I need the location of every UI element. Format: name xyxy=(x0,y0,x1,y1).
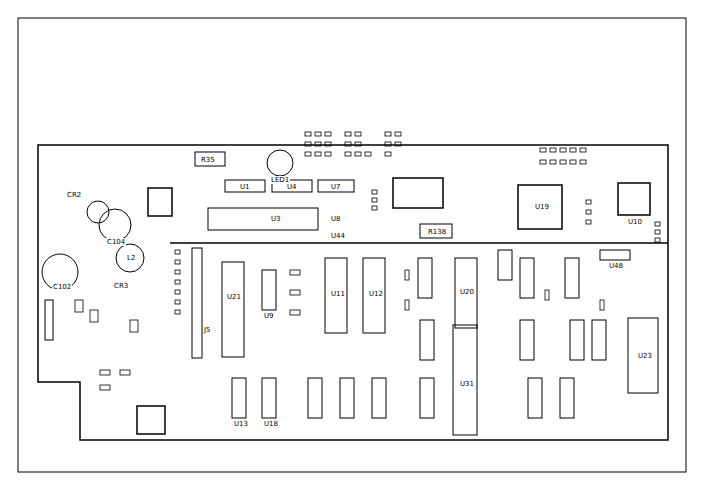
component-designator: U18 xyxy=(263,420,279,428)
component-designator: U12 xyxy=(368,290,384,298)
component-designator: U44 xyxy=(330,232,346,240)
component-designator: C102 xyxy=(52,283,72,291)
component-designator: R138 xyxy=(427,228,447,236)
component-designator: J5 xyxy=(203,326,212,334)
component-designator: U21 xyxy=(226,293,242,301)
component-designator: L2 xyxy=(126,254,136,262)
component-designator: U23 xyxy=(637,352,653,360)
component-designator: U10 xyxy=(627,218,643,226)
component-designator: CR2 xyxy=(66,191,82,199)
component-designator: U13 xyxy=(233,420,249,428)
component-designator: U20 xyxy=(459,288,475,296)
component-designator: U9 xyxy=(263,312,275,320)
component-designator: U7 xyxy=(330,183,342,191)
component-designator: U19 xyxy=(534,203,550,211)
component-designator: U31 xyxy=(459,380,475,388)
component-designator: U11 xyxy=(330,290,346,298)
component-designator: U8 xyxy=(330,215,342,223)
component-designator: U1 xyxy=(239,183,251,191)
component-designator: R35 xyxy=(200,156,216,164)
component-designator: C104 xyxy=(106,238,126,246)
component-designator: U48 xyxy=(608,262,624,270)
component-designator: U3 xyxy=(270,215,282,223)
component-designator: U4 xyxy=(286,183,298,191)
component-designator: CR3 xyxy=(113,282,129,290)
